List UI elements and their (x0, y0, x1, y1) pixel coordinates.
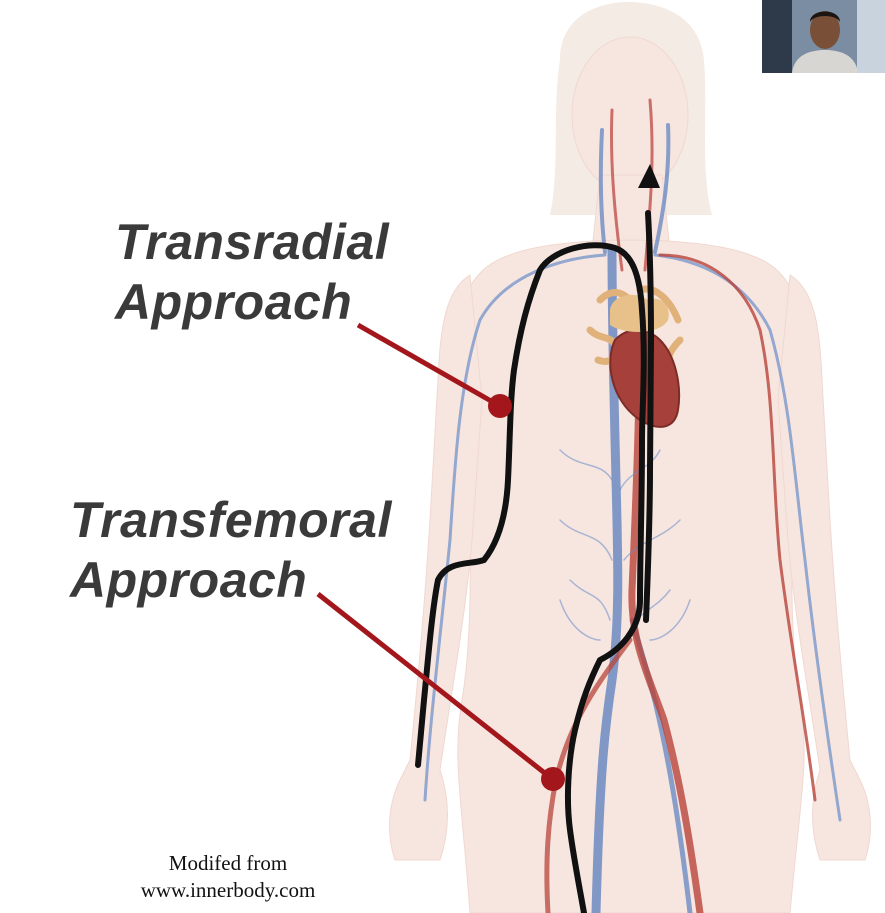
transfemoral-label: Transfemoral Approach (70, 490, 392, 610)
right-arm (777, 274, 871, 861)
neck-vein-left (598, 128, 607, 254)
credit-line1: Modifed from (168, 851, 288, 875)
catheter-paths (415, 164, 660, 913)
transfemoral-label-line2: Approach (70, 552, 308, 608)
arm-vein-left (423, 253, 607, 802)
webcam-thumbnail (762, 0, 885, 73)
credit-line2: www.innerbody.com (140, 878, 316, 902)
transradial-label-line1: Transradial (115, 214, 390, 270)
transradial-label: Transradial Approach (115, 212, 389, 332)
aorta (628, 296, 704, 913)
pointers (316, 322, 565, 791)
transradial-pointer-line (356, 322, 500, 408)
body-silhouette (389, 2, 871, 913)
source-credit: Modifed from www.innerbody.com (118, 850, 338, 904)
transradial-label-line2: Approach (115, 274, 353, 330)
webcam-person-icon (762, 0, 885, 73)
transfemoral-pointer-line (316, 592, 553, 780)
transradial-catheter-path (415, 242, 647, 913)
head (571, 36, 689, 194)
catheter-arrowhead (638, 164, 660, 188)
transfemoral-catheter-path (643, 210, 654, 623)
neck-vein-right (653, 123, 671, 254)
transfemoral-label-line1: Transfemoral (70, 492, 392, 548)
transradial-pointer-dot (488, 394, 512, 418)
transfemoral-pointer-dot (541, 767, 565, 791)
heart-vessels (586, 285, 684, 379)
arm-artery-right (658, 253, 817, 802)
